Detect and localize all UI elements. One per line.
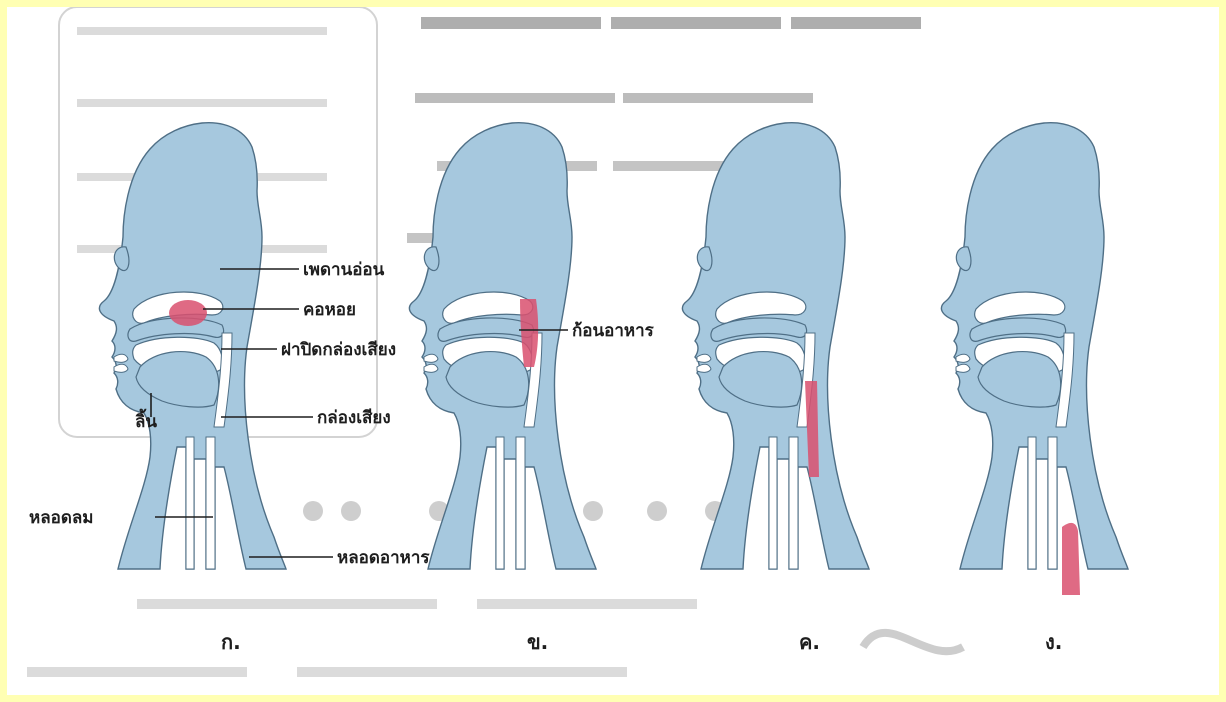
label-food-bolus: ก้อนอาหาร bbox=[572, 321, 655, 341]
panel-4-caption: ง. bbox=[1045, 630, 1062, 654]
label-epiglottis: ฝาปิดกล่องเสียง bbox=[281, 339, 396, 360]
panel-3-figure bbox=[682, 123, 869, 569]
label-esophagus: หลอดอาหาร bbox=[337, 548, 430, 568]
panel-2-caption: ข. bbox=[527, 630, 548, 654]
panel-1-figure bbox=[99, 123, 286, 569]
page: เพดานอ่อน คอหอย ฝาปิดกล่องเสียง ลิ้น กล่… bbox=[7, 7, 1219, 695]
panel-4-figure bbox=[941, 123, 1128, 595]
panel-3-caption: ค. bbox=[799, 630, 820, 654]
panel-1-caption: ก. bbox=[221, 630, 241, 654]
food-bolus-mouth bbox=[169, 300, 207, 326]
label-soft-palate: เพดานอ่อน bbox=[303, 260, 385, 280]
label-larynx: กล่องเสียง bbox=[317, 407, 391, 428]
food-bolus-esophagus-lower bbox=[1062, 523, 1080, 595]
label-tongue: ลิ้น bbox=[135, 408, 157, 432]
label-trachea: หลอดลม bbox=[29, 508, 94, 528]
label-pharynx: คอหอย bbox=[303, 300, 356, 320]
swallowing-diagram: เพดานอ่อน คอหอย ฝาปิดกล่องเสียง ลิ้น กล่… bbox=[7, 7, 1219, 695]
